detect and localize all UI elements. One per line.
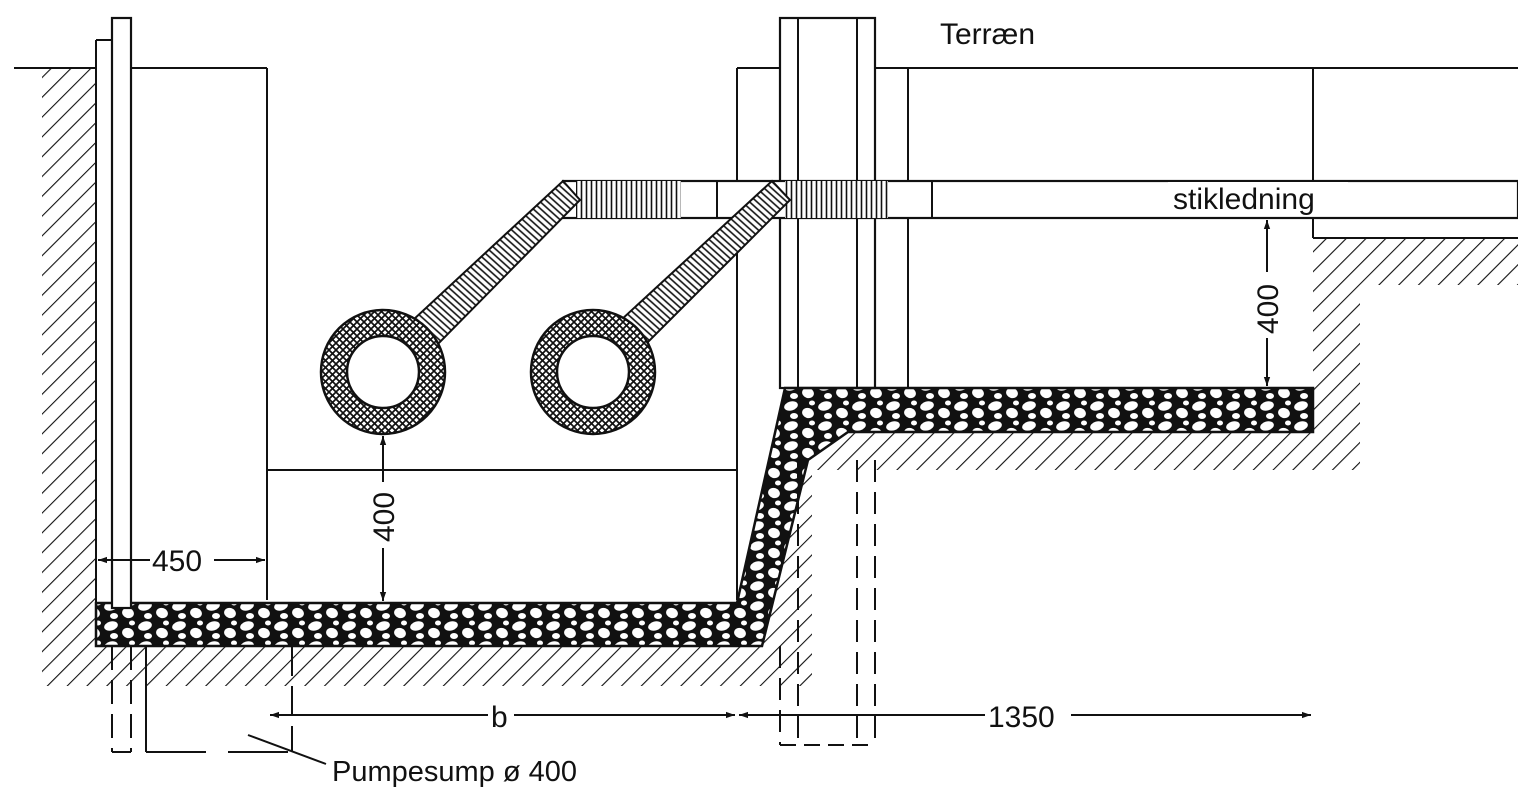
dimension-b-label: b [491, 701, 508, 734]
sheet-pile-left [95, 16, 133, 753]
terrain-label: Terræn [940, 18, 1035, 51]
insulated-pipe-left [319, 308, 447, 436]
pump-sump-outline [145, 646, 327, 765]
insulated-pipe-right [529, 308, 657, 436]
service-pipe-label: stikledning [1173, 183, 1315, 216]
branch-pipes [411, 179, 792, 347]
dimension-400-right-label: 400 [1252, 284, 1285, 334]
service-pipe [561, 179, 1518, 220]
dimension-1350-label: 1350 [988, 701, 1055, 734]
pump-sump-label: Pumpesump ø 400 [332, 756, 577, 788]
dimension-450-label: 450 [152, 545, 202, 578]
gravel-bed [94, 386, 1315, 648]
dimension-400-left-label: 400 [368, 492, 401, 542]
